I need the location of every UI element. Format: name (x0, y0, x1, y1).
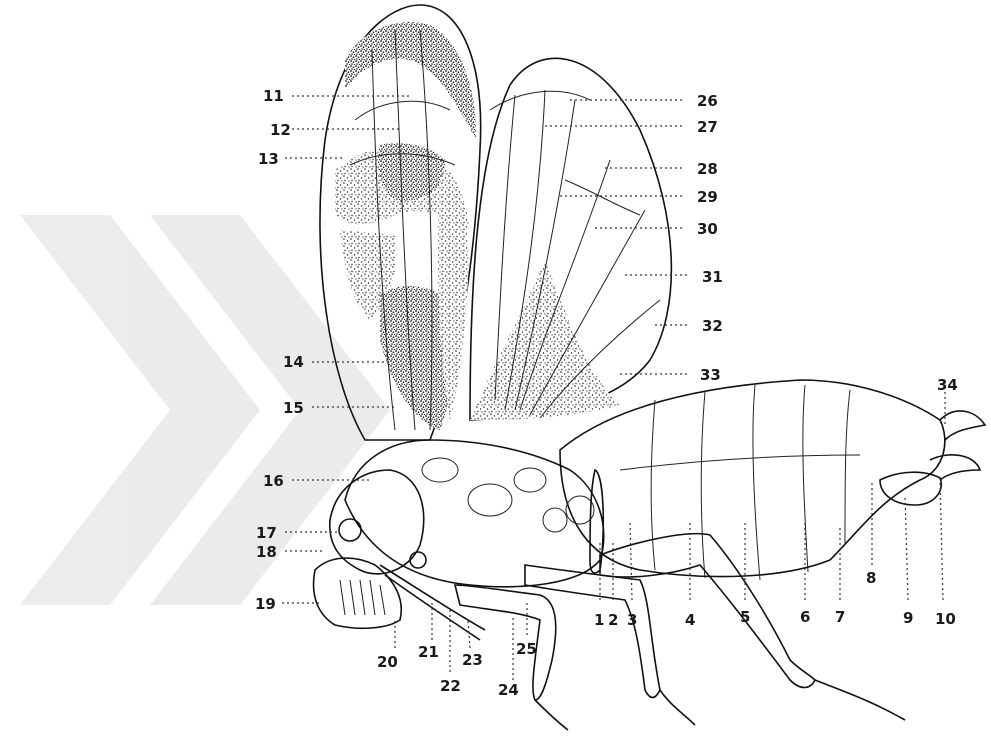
label-31: 31 (702, 268, 723, 286)
label-26: 26 (697, 92, 718, 110)
label-22: 22 (440, 677, 461, 695)
label-5: 5 (740, 608, 750, 626)
label-11: 11 (263, 87, 284, 105)
label-17: 17 (256, 524, 277, 542)
label-12: 12 (270, 121, 291, 139)
label-25: 25 (516, 640, 537, 658)
label-15: 15 (283, 399, 304, 417)
label-8: 8 (866, 569, 876, 587)
label-16: 16 (263, 472, 284, 490)
abdomen (560, 380, 985, 580)
label-13: 13 (258, 150, 279, 168)
thorax (345, 440, 604, 587)
head (314, 470, 485, 640)
label-10: 10 (935, 610, 956, 628)
label-34: 34 (937, 376, 958, 394)
label-27: 27 (697, 118, 718, 136)
label-24: 24 (498, 681, 519, 699)
label-6: 6 (800, 608, 810, 626)
label-18: 18 (256, 543, 277, 561)
label-21: 21 (418, 643, 439, 661)
label-9: 9 (903, 609, 913, 627)
label-29: 29 (697, 188, 718, 206)
hindwing (470, 58, 671, 420)
label-30: 30 (697, 220, 718, 238)
label-19: 19 (255, 595, 276, 613)
label-28: 28 (697, 160, 718, 178)
label-23: 23 (462, 651, 483, 669)
label-3: 3 (627, 611, 637, 629)
legs (455, 534, 905, 730)
label-7: 7 (835, 608, 845, 626)
label-33: 33 (700, 366, 721, 384)
label-2: 2 (608, 611, 618, 629)
label-1: 1 (594, 611, 604, 629)
label-14: 14 (283, 353, 304, 371)
label-20: 20 (377, 653, 398, 671)
label-4: 4 (685, 611, 695, 629)
label-32: 32 (702, 317, 723, 335)
